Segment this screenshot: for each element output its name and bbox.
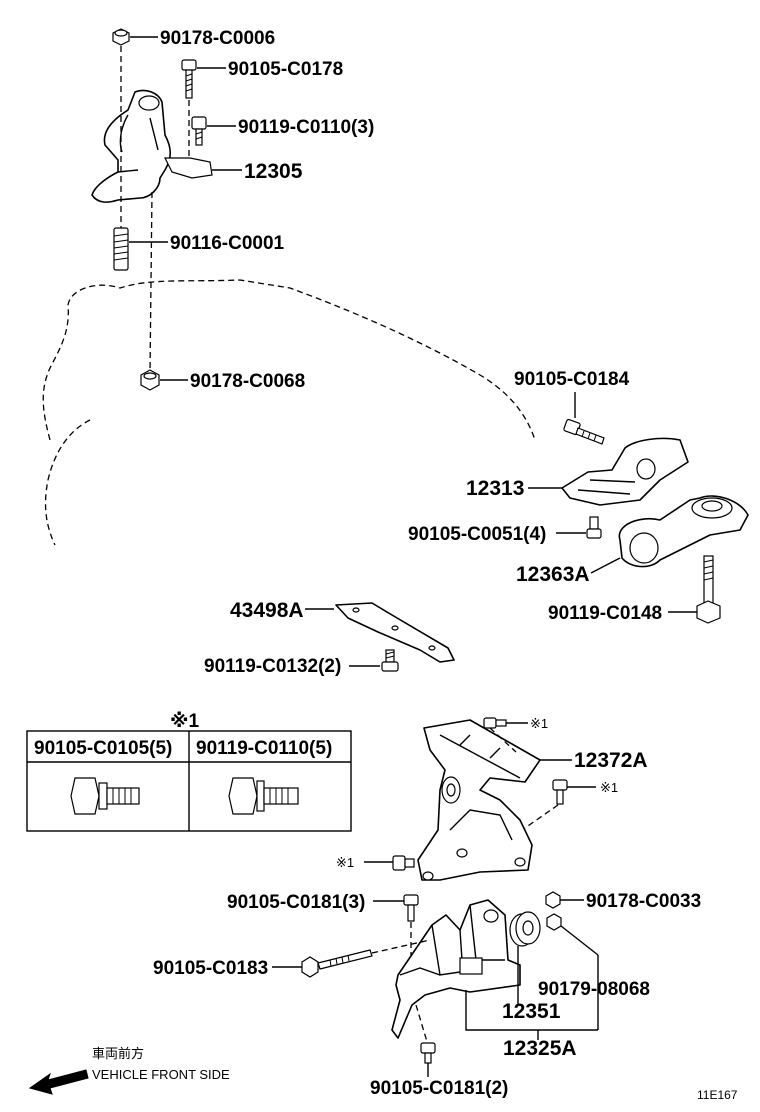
top-bolt-icon: [181, 59, 197, 99]
rear-bolt-icon: [563, 418, 605, 445]
lh-bolt-a-icon: [403, 894, 419, 922]
callout-torque-rod: 12363A: [516, 563, 590, 586]
mark1-bolt-top-icon: [483, 717, 507, 729]
table-header-col2: 90119-C0110(5): [196, 738, 332, 759]
ref-mark-1: ※1: [530, 716, 548, 731]
direction-japanese: 車両前方: [92, 1046, 144, 1061]
callout-lh-bolt-a: 90105-C0181(3): [227, 892, 365, 913]
washer-bolt-icon: [228, 777, 299, 815]
stud-icon: [113, 227, 129, 271]
callout-lh-nut: 90178-C0033: [586, 891, 701, 912]
front-arrow-icon: [28, 1069, 89, 1095]
callout-top-nut: 90178-C0006: [160, 28, 275, 49]
callout-lh-mount: 12325A: [503, 1037, 577, 1060]
mark1-bolt-right-icon: [552, 779, 568, 805]
figure-code: 11E167: [697, 1088, 738, 1102]
callout-lh-bolt-b: 90105-C0181(2): [370, 1078, 508, 1099]
callout-plate-bolt: 90119-C0132(2): [204, 656, 341, 677]
bracket-bolt-icon: [586, 516, 602, 539]
callout-rear-bolt: 90105-C0184: [514, 369, 630, 390]
callout-side-bolt: 90119-C0110(3): [238, 117, 374, 138]
insulator-icon: [509, 911, 541, 947]
engine-outline: [42, 279, 536, 441]
engine-outline-left: [44, 419, 91, 546]
lh-engine-mount-icon: [391, 899, 521, 1039]
callout-lh-long-bolt: 90105-C0183: [153, 958, 268, 979]
direction-english: VEHICLE FRONT SIDE: [92, 1067, 230, 1082]
callout-top-bolt: 90105-C0178: [228, 59, 343, 80]
front-engine-mount-icon: [91, 89, 213, 203]
callout-rear-bracket: 12313: [466, 477, 524, 500]
callout-lh-bracket: 12372A: [574, 749, 648, 772]
torque-rod-icon: [618, 495, 749, 568]
callout-insulator: 12351: [502, 1000, 561, 1023]
callout-rod-bolt: 90119-C0148: [548, 603, 662, 624]
ref-mark-2: ※1: [600, 780, 618, 795]
rod-bolt-icon: [696, 555, 721, 624]
bolt-table: [26, 730, 352, 832]
callout-bracket-bolt: 90105-C0051(4): [408, 524, 546, 545]
mark1-bolt-left-icon: [392, 855, 415, 871]
side-bolt-icon: [191, 116, 207, 146]
lower-nut-icon: [140, 369, 160, 391]
callout-lh-nut2: 90179-08068: [538, 979, 650, 1000]
plate-bolt-icon: [381, 649, 399, 672]
lh-nut-icon: [545, 891, 561, 909]
callout-stud: 90116-C0001: [170, 233, 285, 254]
callout-lower-nut: 90178-C0068: [190, 371, 305, 392]
rear-mount-bracket-icon: [561, 437, 689, 506]
lh-nut2-icon: [546, 913, 562, 931]
table-header-col1: 90105-C0105(5): [34, 738, 172, 759]
callout-front-mount: 12305: [244, 160, 303, 183]
support-plate-icon: [335, 602, 455, 663]
callout-plate: 43498A: [230, 599, 304, 622]
table-ref-mark: ※1: [170, 711, 199, 732]
lh-long-bolt-icon: [301, 949, 373, 978]
flange-bolt-icon: [70, 777, 140, 815]
lh-bolt-b-icon: [420, 1042, 436, 1064]
lh-bracket-icon: [417, 719, 541, 881]
ref-mark-3: ※1: [336, 855, 354, 870]
top-nut-icon: [112, 28, 130, 46]
